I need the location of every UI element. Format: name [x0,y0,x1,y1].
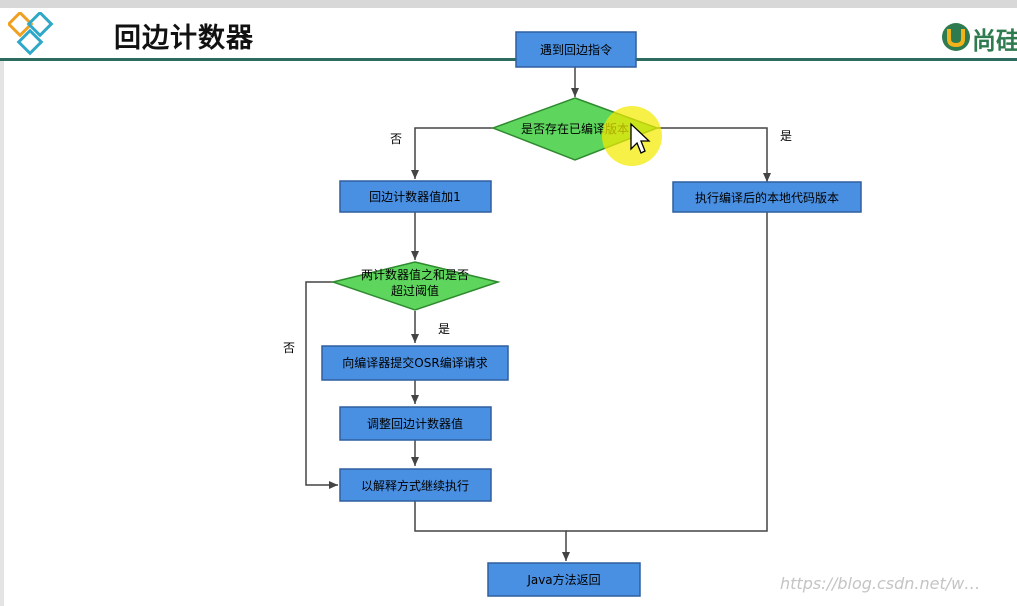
label-threshold-yes: 是 [438,322,450,336]
node-threshold-label-1: 两计数器值之和是否 [361,267,469,282]
brand-logo-icon [942,23,970,51]
brand-text: 尚硅 [972,27,1017,55]
arrow-interpret-to-return [414,501,570,561]
node-submit-osr-label: 向编译器提交OSR编译请求 [342,355,487,370]
left-edge-bar [0,61,4,606]
node-start [515,31,637,68]
line-native-to-return [566,212,768,532]
node-run-native-label: 执行编译后的本地代码版本 [695,190,839,205]
label-compiled-no: 否 [390,132,402,146]
mouse-pointer-icon [630,122,651,154]
node-return [487,562,641,597]
node-threshold-label-2: 超过阈值 [391,283,439,298]
label-compiled-yes: 是 [780,129,792,143]
node-interpret-label: 以解释方式继续执行 [361,478,469,493]
node-run-native [672,181,862,213]
page-title: 回边计数器 [114,23,254,54]
node-return-label: Java方法返回 [526,572,600,587]
node-increment [339,180,492,213]
node-adjust-label: 调整回边计数器值 [367,416,463,431]
node-threshold [330,261,501,311]
node-submit-osr [321,345,509,381]
node-start-label: 遇到回边指令 [540,42,612,57]
node-increment-label: 回边计数器值加1 [369,189,461,204]
arrow-threshold-no [305,281,338,489]
header-divider [0,58,1017,61]
slide-header [0,8,1017,60]
arrow-check-yes [657,127,771,182]
watermark: https://blog.csdn.net/w… [780,574,981,593]
node-interpret [339,468,492,502]
node-adjust [339,406,492,441]
top-strip [0,0,1017,8]
logo-diamonds-icon [8,12,54,56]
label-threshold-no: 否 [283,341,295,355]
connectors [305,67,771,561]
node-check-compiled-label: 是否存在已编译版本 [521,121,629,136]
arrow-check-no [411,127,493,179]
